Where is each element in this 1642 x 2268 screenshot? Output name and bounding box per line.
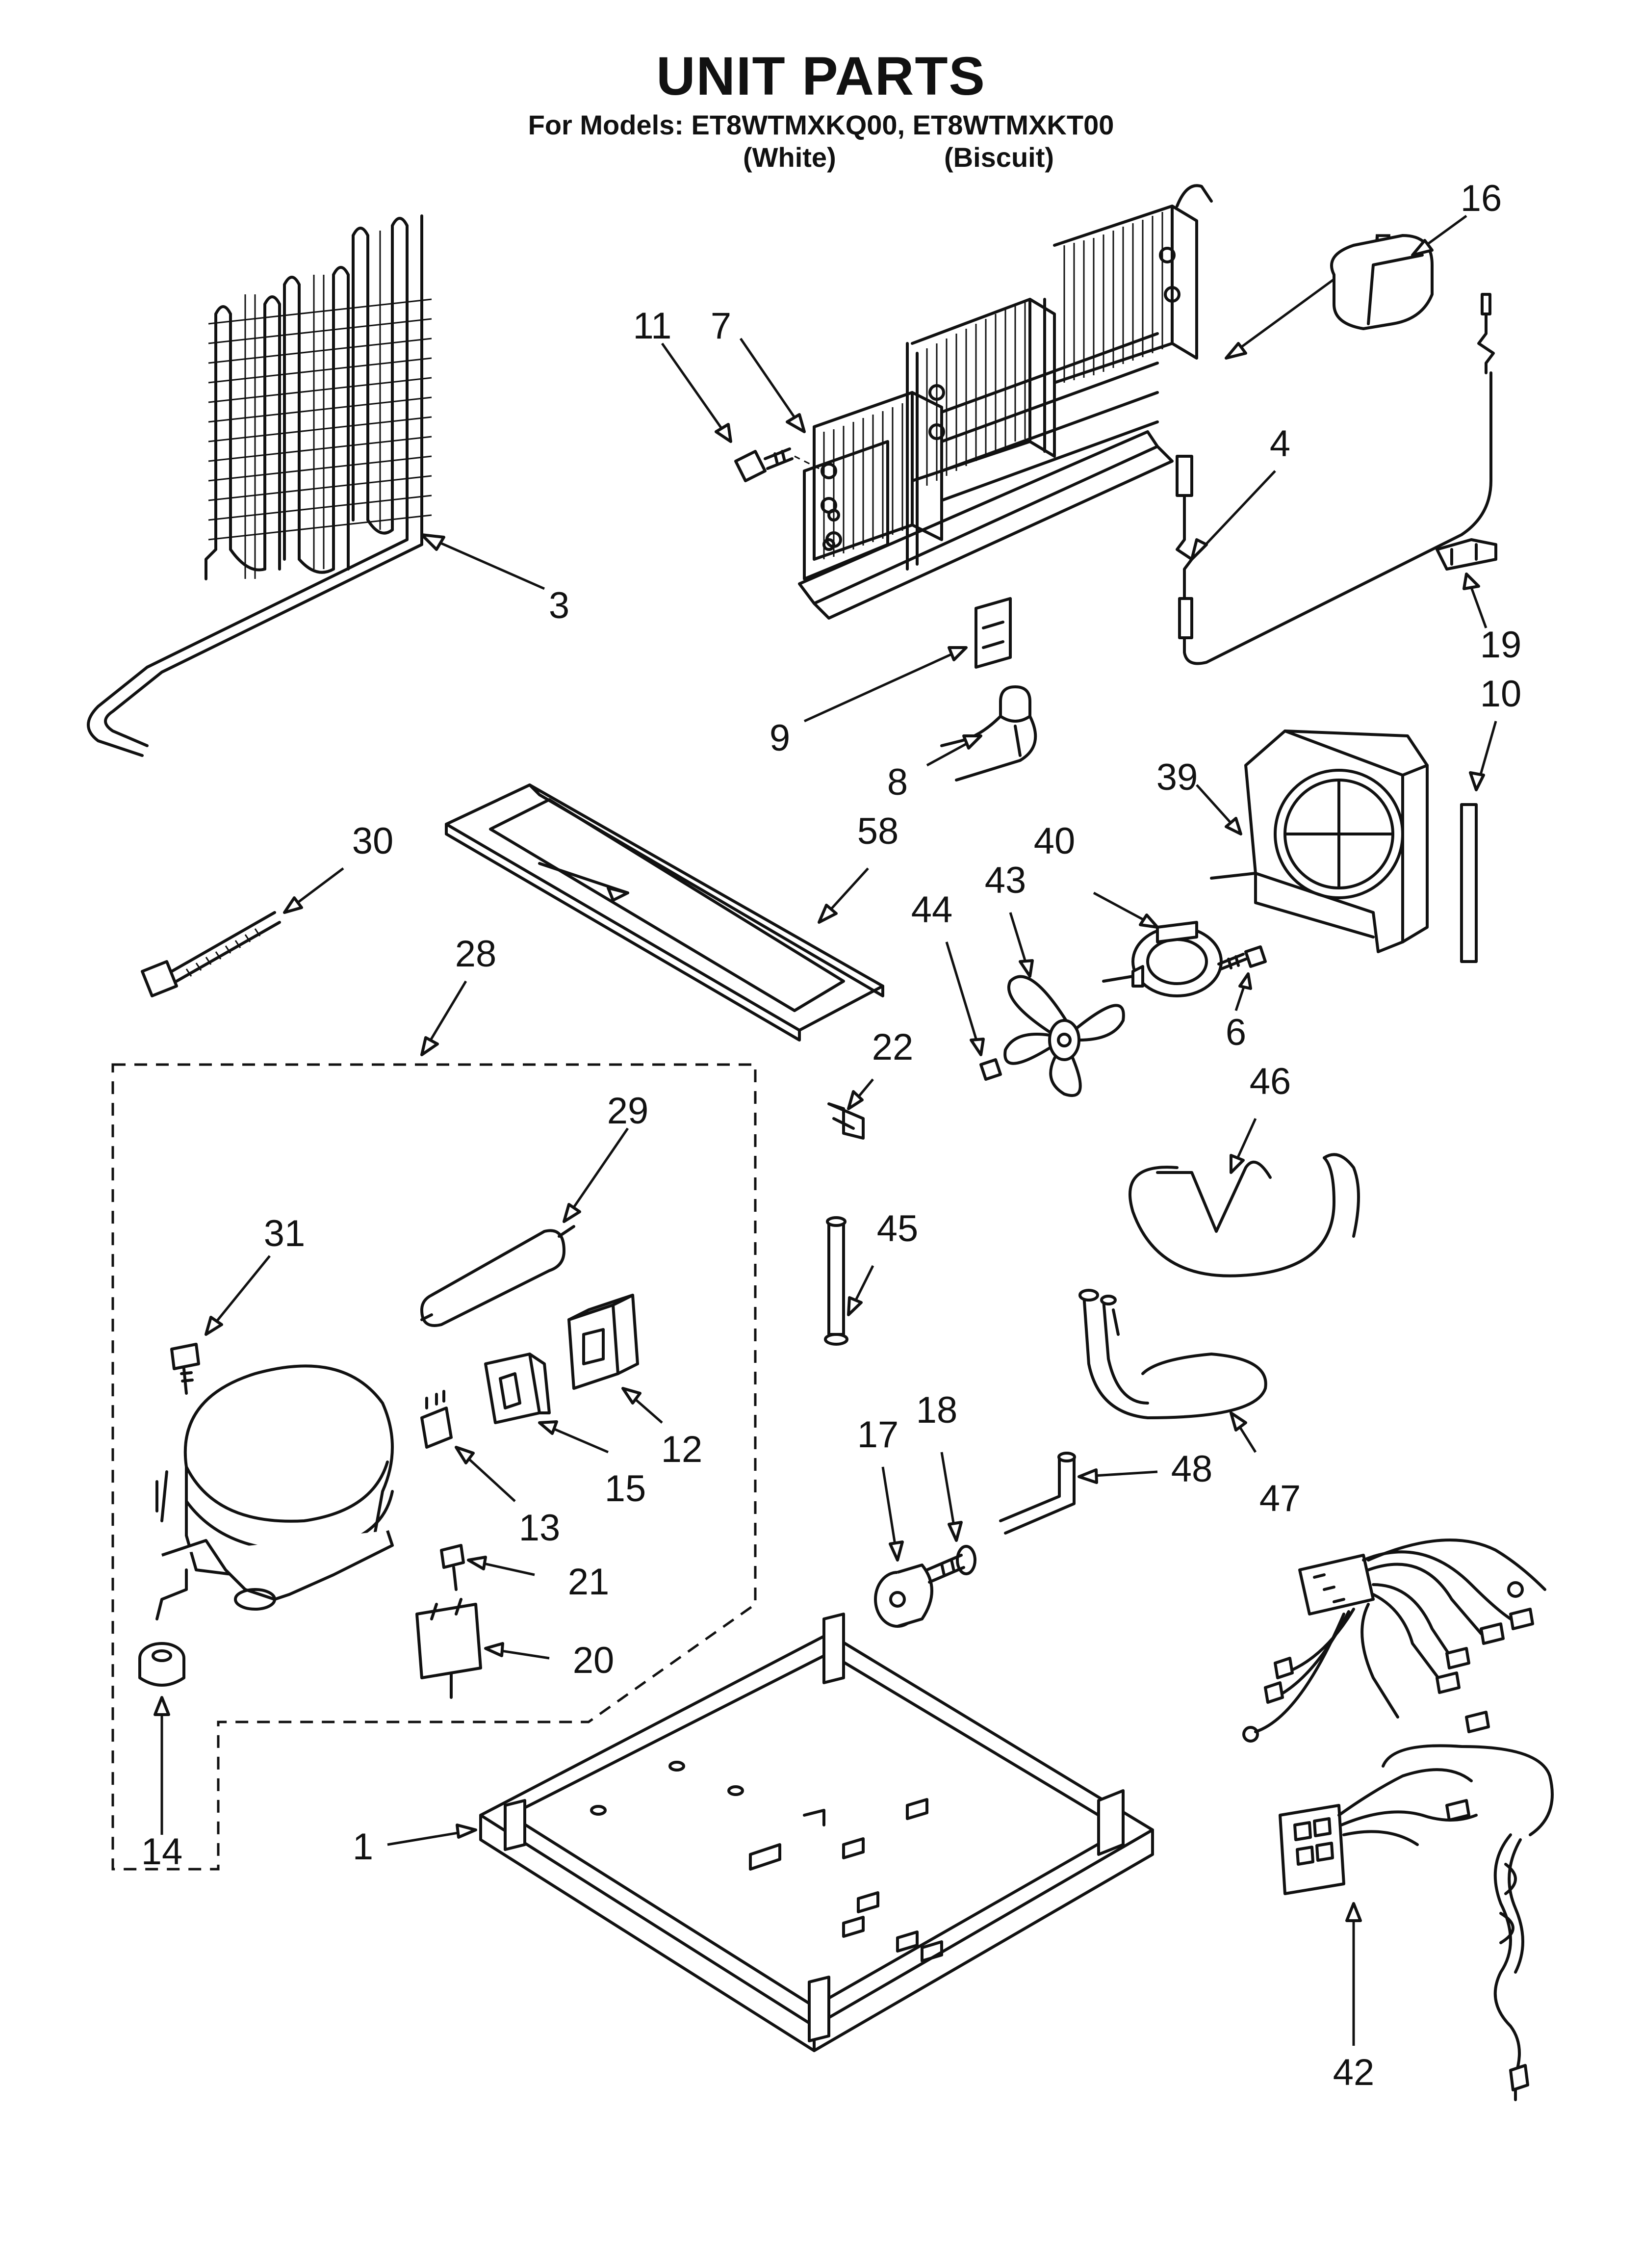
drain-tray-drawing bbox=[445, 783, 884, 1042]
wire-harness-drawing bbox=[1242, 1538, 1554, 2101]
screw-6-drawing bbox=[1217, 945, 1267, 970]
callout-31: 31 bbox=[264, 1213, 306, 1254]
callout-47: 47 bbox=[1259, 1478, 1301, 1519]
callout-15: 15 bbox=[605, 1468, 646, 1510]
callout-28: 28 bbox=[455, 933, 497, 975]
tube-46-drawing bbox=[1129, 1153, 1360, 1277]
callout-11: 11 bbox=[633, 305, 672, 347]
retainer-44-drawing bbox=[979, 1058, 1002, 1081]
overload-15-drawing bbox=[484, 1353, 551, 1424]
callout-48: 48 bbox=[1171, 1448, 1213, 1490]
models-subtitle: For Models: ET8WTMXKQ00, ET8WTMXKT00 bbox=[528, 109, 1114, 140]
fan-shroud-drawing bbox=[1210, 730, 1429, 953]
clip-19-drawing bbox=[1436, 538, 1497, 571]
condenser-coil-drawing bbox=[87, 214, 432, 757]
roller-17-drawing bbox=[874, 1564, 933, 1628]
callout-58: 58 bbox=[857, 810, 899, 852]
terminal-13-drawing bbox=[420, 1390, 453, 1449]
callout-45: 45 bbox=[877, 1208, 919, 1250]
compressor-drawing bbox=[155, 1364, 394, 1620]
relay-12-drawing bbox=[567, 1294, 639, 1390]
callout-14: 14 bbox=[141, 1831, 183, 1873]
strip-10-drawing bbox=[1460, 803, 1478, 963]
callout-12: 12 bbox=[661, 1429, 703, 1470]
callout-9: 9 bbox=[770, 717, 790, 759]
sensor-wire-drawing bbox=[1477, 293, 1495, 374]
fan-blade-drawing bbox=[1003, 975, 1125, 1097]
callout-6: 6 bbox=[1226, 1012, 1246, 1053]
tube-47-drawing bbox=[1078, 1289, 1267, 1419]
screw-31-drawing bbox=[170, 1343, 200, 1395]
callout-21: 21 bbox=[568, 1561, 610, 1603]
callout-3: 3 bbox=[549, 585, 569, 626]
color-label-white: (White) bbox=[743, 142, 836, 173]
screw-11-drawing bbox=[734, 447, 824, 482]
cable-tie-drawing bbox=[141, 911, 281, 997]
screw-21-drawing bbox=[440, 1544, 465, 1591]
callout-43: 43 bbox=[985, 860, 1026, 901]
page-title: UNIT PARTS bbox=[656, 46, 986, 106]
callout-29: 29 bbox=[607, 1090, 649, 1132]
clip-22-drawing bbox=[827, 1102, 865, 1140]
callout-13: 13 bbox=[519, 1507, 561, 1549]
thermostat-8-drawing bbox=[940, 685, 1037, 782]
pin-45-drawing bbox=[824, 1216, 848, 1346]
callout-10: 10 bbox=[1480, 673, 1522, 715]
callout-39: 39 bbox=[1156, 756, 1198, 798]
callout-16: 16 bbox=[1461, 178, 1502, 219]
callout-17: 17 bbox=[857, 1414, 899, 1456]
evaporator-drawing bbox=[798, 184, 1213, 620]
cover-16-drawing bbox=[1330, 234, 1434, 330]
callout-44: 44 bbox=[911, 889, 953, 931]
compressor-kit-boundary bbox=[111, 1063, 757, 1871]
drier-drawing bbox=[420, 1225, 575, 1327]
grommet-14-drawing bbox=[138, 1642, 185, 1687]
screw-18-drawing bbox=[925, 1545, 976, 1584]
fan-motor-drawing bbox=[1102, 921, 1223, 997]
callout-7: 7 bbox=[711, 305, 731, 347]
callout-22: 22 bbox=[872, 1026, 914, 1068]
tube-48-drawing bbox=[999, 1452, 1076, 1535]
color-label-biscuit: (Biscuit) bbox=[944, 142, 1054, 173]
capacitor-20-drawing bbox=[415, 1598, 482, 1699]
thermistor-4-drawing bbox=[1176, 371, 1492, 665]
bracket-plate-drawing bbox=[803, 440, 889, 580]
callout-30: 30 bbox=[352, 820, 394, 862]
callout-8: 8 bbox=[887, 761, 908, 803]
clip-9-drawing bbox=[975, 597, 1012, 669]
callout-4: 4 bbox=[1270, 423, 1290, 465]
callout-46: 46 bbox=[1250, 1061, 1291, 1102]
callout-42: 42 bbox=[1333, 2052, 1375, 2093]
callout-19: 19 bbox=[1480, 624, 1522, 666]
callout-40: 40 bbox=[1034, 820, 1076, 862]
callout-20: 20 bbox=[573, 1640, 615, 1681]
base-frame-drawing bbox=[479, 1613, 1154, 2052]
callout-18: 18 bbox=[916, 1389, 958, 1431]
callout-1: 1 bbox=[353, 1826, 373, 1868]
